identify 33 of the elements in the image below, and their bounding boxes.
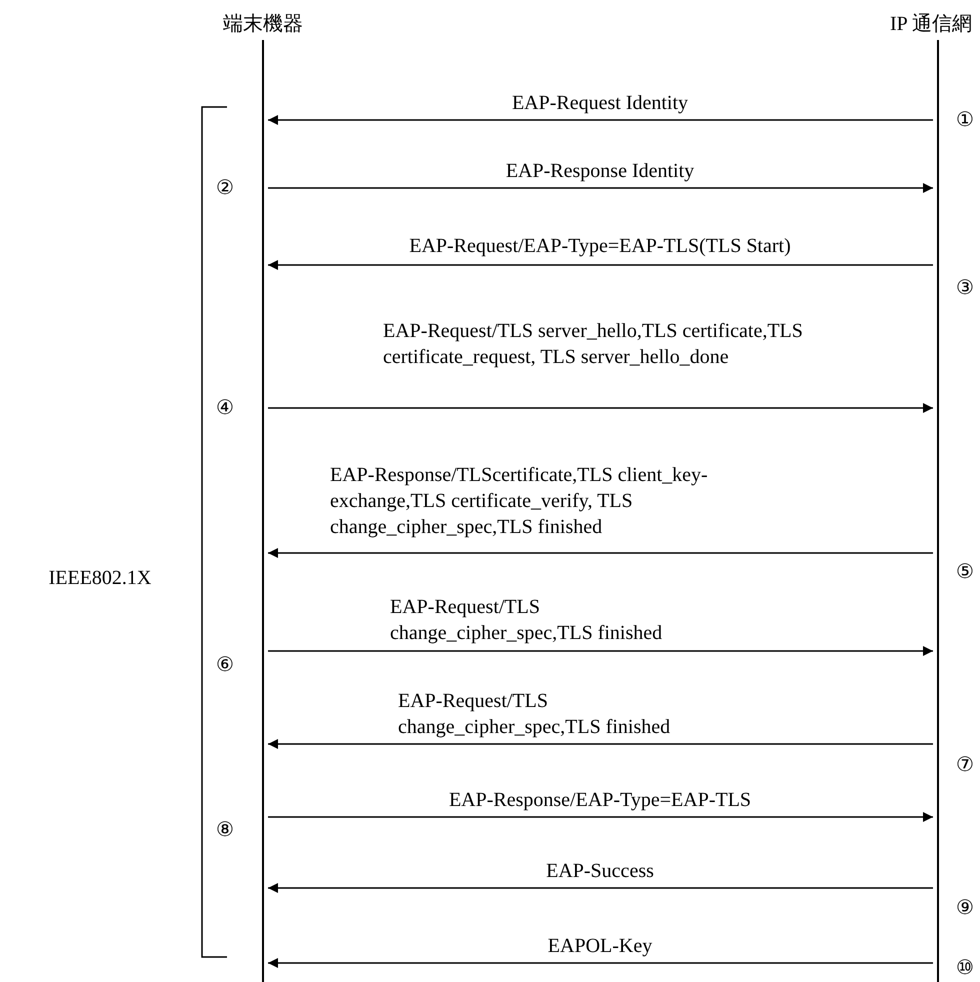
message-label: EAP-Request Identity	[512, 91, 688, 116]
step-number: ⑤	[956, 560, 974, 585]
lifeline-heading: IP 通信網	[890, 12, 972, 37]
message-label: EAP-Request/TLS change_cipher_spec,TLS finished	[398, 689, 672, 740]
message-label: EAPOL-Key	[548, 934, 652, 959]
step-number: ⑦	[956, 753, 974, 778]
message-arrow	[268, 183, 933, 193]
message-arrow	[268, 260, 933, 270]
message-label: EAP-Response Identity	[506, 159, 694, 184]
lifeline-heading: 端末機器	[223, 12, 303, 37]
message-arrow	[268, 115, 933, 125]
step-number: ②	[216, 176, 234, 201]
message-arrow	[268, 403, 933, 413]
message-label: EAP-Request/TLS server_hello,TLS certificate,TLS certificate_request, TLS server_hello_done	[383, 319, 804, 370]
message-arrow	[268, 739, 933, 749]
message-label: EAP-Response/TLScertificate,TLS client_key-exchange,TLS certificate_verify, TLS change_cipher_spec,TLS finished	[330, 463, 709, 540]
step-number: ③	[956, 276, 974, 301]
message-arrow	[268, 812, 933, 822]
message-label: EAP-Request/TLS change_cipher_spec,TLS finished	[390, 595, 664, 646]
message-label: EAP-Response/EAP-Type=EAP-TLS	[448, 788, 752, 813]
message-arrow	[268, 646, 933, 656]
step-number: ①	[956, 108, 974, 133]
bracket-label: IEEE802.1X	[48, 566, 152, 591]
step-number: ④	[216, 396, 234, 421]
step-number: ⑩	[956, 956, 974, 981]
message-arrow	[268, 883, 933, 893]
step-number: ⑥	[216, 653, 234, 678]
step-number: ⑧	[216, 818, 234, 843]
step-number: ⑨	[956, 896, 974, 921]
message-arrow	[268, 548, 933, 558]
message-label: EAP-Success	[546, 859, 654, 884]
message-label: EAP-Request/EAP-Type=EAP-TLS(TLS Start)	[409, 234, 791, 259]
message-arrow	[268, 958, 933, 968]
